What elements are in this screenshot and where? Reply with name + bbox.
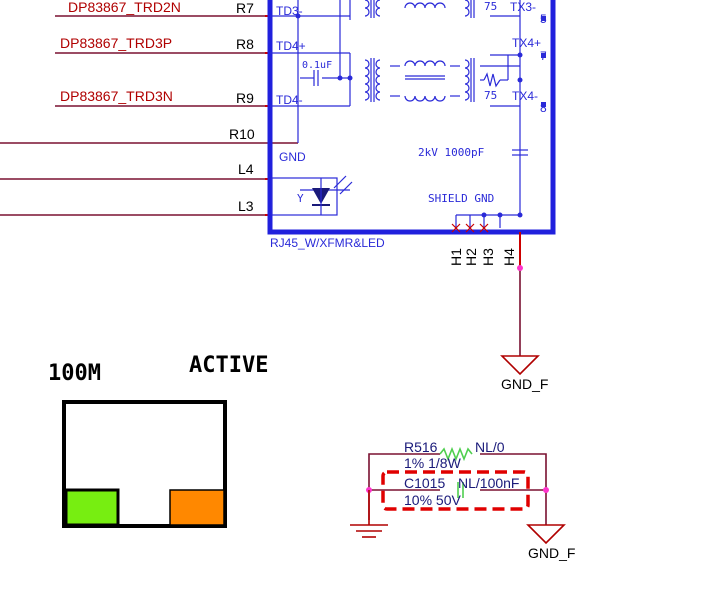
pin-r8: R8 bbox=[236, 36, 254, 52]
led-orange bbox=[169, 489, 225, 526]
pin-label-td3m: TD3- bbox=[276, 4, 303, 18]
wires-left bbox=[0, 15, 298, 216]
pin-number-7: 7 bbox=[540, 49, 547, 63]
nc-marks bbox=[451, 223, 489, 233]
pin-h3: H3 bbox=[480, 248, 496, 266]
pin-r9: R9 bbox=[236, 90, 254, 106]
led-y-label: Y bbox=[297, 192, 304, 205]
pin-r7: R7 bbox=[236, 0, 254, 16]
junction-right bbox=[543, 487, 549, 493]
gnd-label-bottom: GND_F bbox=[528, 545, 575, 561]
resistor-r516-icon bbox=[439, 446, 473, 462]
junction-dots bbox=[295, 13, 546, 218]
pin-number-5: 5 bbox=[540, 12, 547, 26]
pin-l4: L4 bbox=[238, 161, 254, 177]
hv-cap-value: 2kV 1000pF bbox=[418, 146, 484, 159]
highlight-box bbox=[381, 470, 530, 511]
net-label-trd3n: DP83867_TRD3N bbox=[60, 88, 173, 104]
pin-label-tx4p: TX4+ bbox=[512, 36, 541, 50]
pin-l3: L3 bbox=[238, 198, 254, 214]
gnd-label-top: GND_F bbox=[501, 376, 548, 392]
gnd-symbol-bottom bbox=[526, 524, 566, 545]
pin-label-tx3m: TX3- bbox=[510, 0, 536, 14]
c1015-ref: C1015 bbox=[404, 475, 445, 491]
legend-label-active: ACTIVE bbox=[189, 353, 268, 378]
pin-label-td4m: TD4- bbox=[276, 93, 303, 107]
r516-ref: R516 bbox=[404, 439, 438, 455]
net-label-trd2n: DP83867_TRD2N bbox=[68, 0, 181, 15]
r516-spec: 1% 1/8W bbox=[404, 455, 462, 471]
c1015-spec: 10% 50V bbox=[404, 492, 461, 508]
resistor-value-75-bottom: 75 bbox=[484, 89, 497, 102]
shield-gnd-label: SHIELD GND bbox=[428, 192, 494, 205]
pin-h4: H4 bbox=[501, 248, 517, 266]
cap-value-0-1uf: 0.1uF bbox=[302, 60, 332, 71]
pin-label-td4p: TD4+ bbox=[276, 39, 306, 53]
legend-label-100m: 100M bbox=[48, 361, 101, 386]
junction-pink bbox=[517, 265, 523, 271]
r516-value: NL/0 bbox=[475, 439, 505, 455]
chassis-ground-icon bbox=[350, 490, 388, 538]
pin-number-8: 8 bbox=[540, 101, 547, 115]
pin-h2: H2 bbox=[463, 248, 479, 266]
c1015-value: NL/100nF bbox=[458, 475, 519, 491]
pin-h1: H1 bbox=[448, 248, 464, 266]
net-label-trd3p: DP83867_TRD3P bbox=[60, 35, 172, 51]
pin-r10: R10 bbox=[229, 126, 255, 142]
resistor-value-75-top: 75 bbox=[484, 0, 497, 13]
connector-name: RJ45_W/XFMR&LED bbox=[270, 236, 385, 250]
capacitor-c1015-icon bbox=[457, 482, 464, 498]
gnd-symbol-top bbox=[500, 355, 540, 376]
led-icon bbox=[271, 175, 353, 216]
pin-label-tx4m: TX4- bbox=[512, 89, 538, 103]
led-green bbox=[64, 488, 120, 527]
pin-label-gnd: GND bbox=[279, 150, 306, 164]
transformer-coils bbox=[364, 0, 501, 102]
rj45-connector-body bbox=[267, 0, 556, 235]
